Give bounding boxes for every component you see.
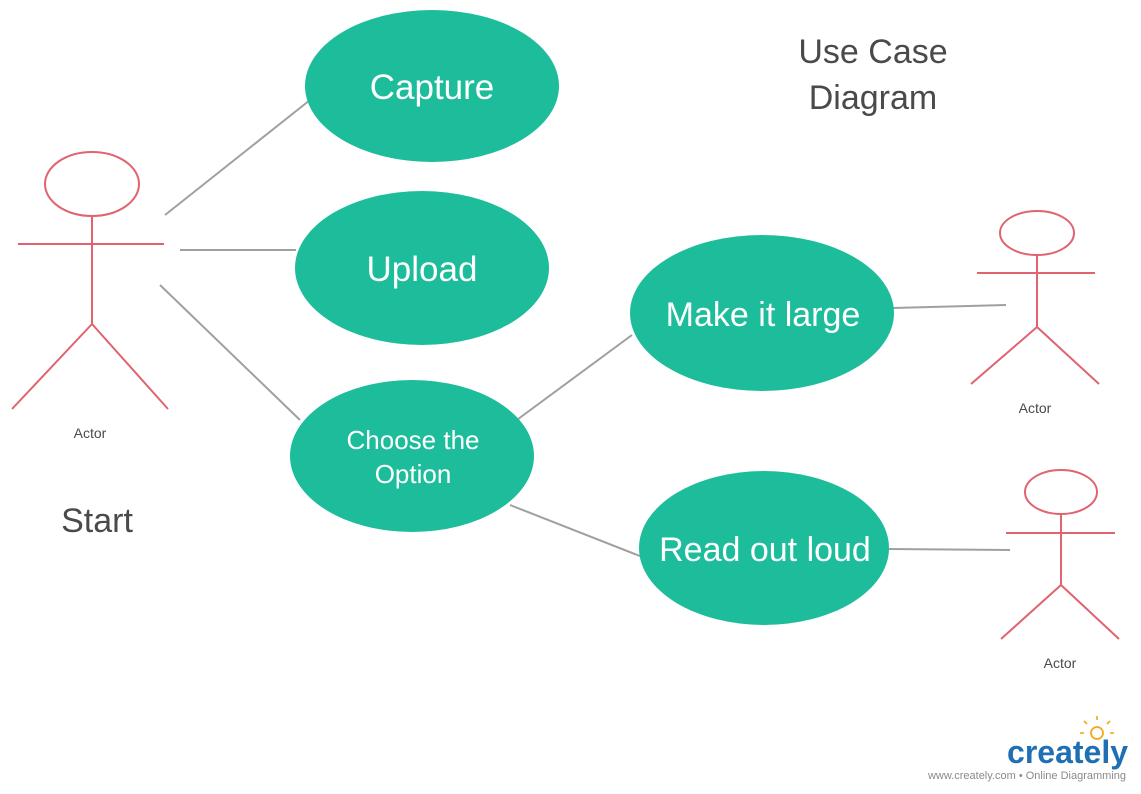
footer-credit[interactable]: www.creately.com • Online Diagramming: [927, 770, 1126, 782]
actor-large-label: Actor: [1019, 400, 1052, 416]
use-case-choose-label-line1: Choose the: [347, 425, 480, 455]
use-case-upload-label: Upload: [367, 250, 478, 289]
use-case-read-out-loud[interactable]: Read out loud: [639, 471, 889, 625]
use-case-make-large-label: Make it large: [666, 296, 861, 334]
association-choose-read: [509, 504, 651, 561]
use-case-upload[interactable]: Upload: [295, 191, 549, 345]
association-actor-choose: [159, 284, 301, 421]
actor-large-head: [999, 210, 1075, 256]
association-choose-large: [509, 334, 633, 426]
actor-read-label: Actor: [1044, 655, 1077, 671]
use-case-choose-option[interactable]: Choose the Option: [290, 380, 534, 532]
association-read-actor: [887, 548, 1011, 551]
start-label: Start: [61, 502, 133, 540]
actor-main[interactable]: Actor: [11, 151, 169, 441]
creately-logo[interactable]: creately: [1007, 716, 1128, 770]
actor-main-head: [44, 151, 140, 217]
actor-make-large[interactable]: Actor: [970, 210, 1100, 416]
logo-wordmark: creately: [1007, 734, 1128, 770]
actor-read-out-loud[interactable]: Actor: [1000, 469, 1120, 671]
use-case-make-large[interactable]: Make it large: [630, 235, 894, 391]
lightbulb-icon: [1080, 716, 1114, 740]
use-case-choose-label-line2: Option: [375, 459, 452, 489]
diagram-title-line2: Diagram: [809, 79, 937, 117]
association-actor-capture: [164, 99, 311, 216]
use-case-read-label: Read out loud: [659, 531, 871, 569]
actor-read-head: [1024, 469, 1098, 515]
association-large-actor: [892, 304, 1007, 309]
diagram-title-line1: Use Case: [798, 33, 947, 71]
use-case-capture-label: Capture: [370, 68, 495, 107]
use-case-capture[interactable]: Capture: [305, 10, 559, 162]
actor-main-label: Actor: [74, 425, 107, 441]
